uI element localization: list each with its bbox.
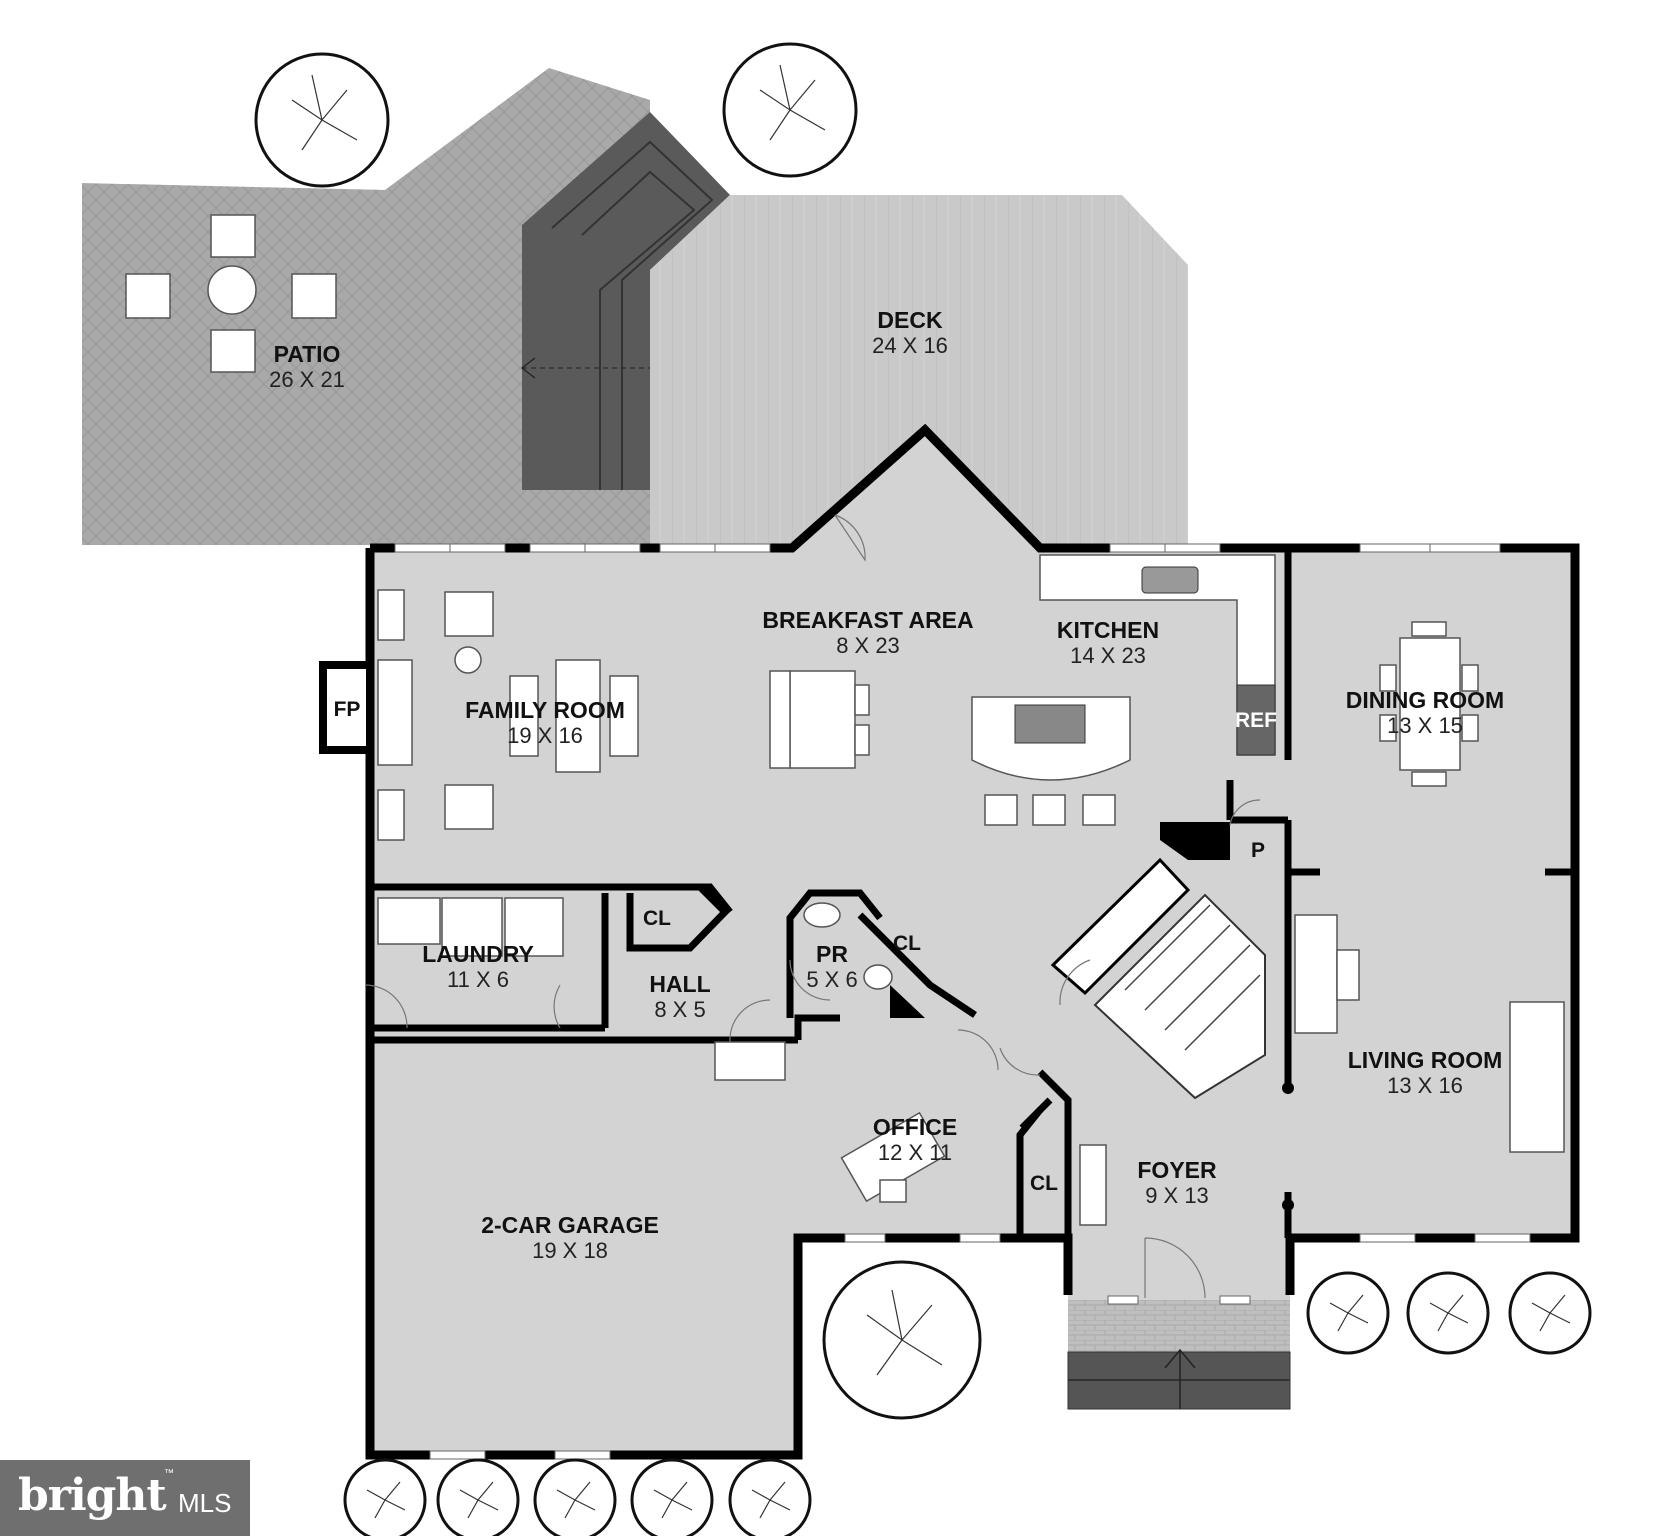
office-dims: 12 X 11 <box>878 1140 952 1165</box>
powder-name: PR <box>816 941 848 967</box>
laundry-name: LAUNDRY <box>422 941 534 967</box>
logo-brand: bright <box>18 1470 167 1521</box>
pantry-label: P <box>1251 839 1265 862</box>
garage-name: 2-CAR GARAGE <box>481 1212 659 1238</box>
logo-suffix: MLS <box>178 1488 232 1518</box>
main-staircase <box>1050 822 1266 1100</box>
garage-dims: 19 X 18 <box>532 1238 608 1263</box>
kitchen-dims: 14 X 23 <box>1070 643 1146 668</box>
fireplace-label: FP <box>334 698 361 721</box>
refrigerator <box>1236 684 1276 756</box>
bar-stools <box>984 794 1116 826</box>
closet-hall-label: CL <box>643 907 671 930</box>
patio-furniture <box>125 214 337 373</box>
dining-table <box>1379 621 1479 787</box>
patio-area <box>82 68 650 545</box>
office-name: OFFICE <box>873 1114 957 1140</box>
deck-name: DECK <box>877 307 943 333</box>
deck-stairs <box>522 112 730 490</box>
family-dims: 19 X 16 <box>507 723 583 748</box>
breakfast-dims: 8 X 23 <box>836 633 900 658</box>
laundry-dims: 11 X 6 <box>447 967 509 992</box>
kitchen-sink <box>1141 566 1199 594</box>
closet-office-label: CL <box>1030 1172 1058 1195</box>
breakfast-table <box>769 670 870 769</box>
logo-trademark: ™ <box>164 1468 174 1479</box>
deck-area <box>650 195 1188 545</box>
patio-dims: 26 X 21 <box>269 367 345 392</box>
breakfast-name: BREAKFAST AREA <box>762 607 973 633</box>
hall-name: HALL <box>649 971 710 997</box>
living-name: LIVING ROOM <box>1348 1047 1503 1073</box>
powder-dims: 5 X 6 <box>806 967 857 992</box>
foyer-dims: 9 X 13 <box>1145 1183 1209 1208</box>
refrigerator-label: REF <box>1235 709 1277 732</box>
powder-fixtures <box>803 902 925 1018</box>
dining-name: DINING ROOM <box>1346 687 1504 713</box>
bright-mls-logo: bright ™ MLS <box>0 1460 250 1536</box>
living-dims: 13 X 16 <box>1387 1073 1463 1098</box>
kitchen-name: KITCHEN <box>1057 617 1159 643</box>
closet-powder-label: CL <box>893 932 921 955</box>
garage-step <box>714 1041 786 1081</box>
foyer-console <box>1079 1144 1107 1226</box>
cooktop <box>1014 704 1086 744</box>
tree-icons <box>254 42 1592 1536</box>
patio-name: PATIO <box>274 341 341 367</box>
door-swings <box>364 514 1261 1299</box>
office-desk <box>840 1111 946 1203</box>
living-furniture <box>1282 914 1565 1211</box>
deck-dims: 24 X 16 <box>872 333 948 358</box>
front-porch <box>1068 1300 1290 1352</box>
hall-dims: 8 X 5 <box>654 997 705 1022</box>
windows <box>394 543 1531 1460</box>
foyer-name: FOYER <box>1137 1157 1217 1183</box>
family-name: FAMILY ROOM <box>465 697 625 723</box>
family-furniture <box>377 589 639 841</box>
laundry-appliances <box>377 897 564 957</box>
dining-dims: 13 X 15 <box>1387 713 1463 738</box>
